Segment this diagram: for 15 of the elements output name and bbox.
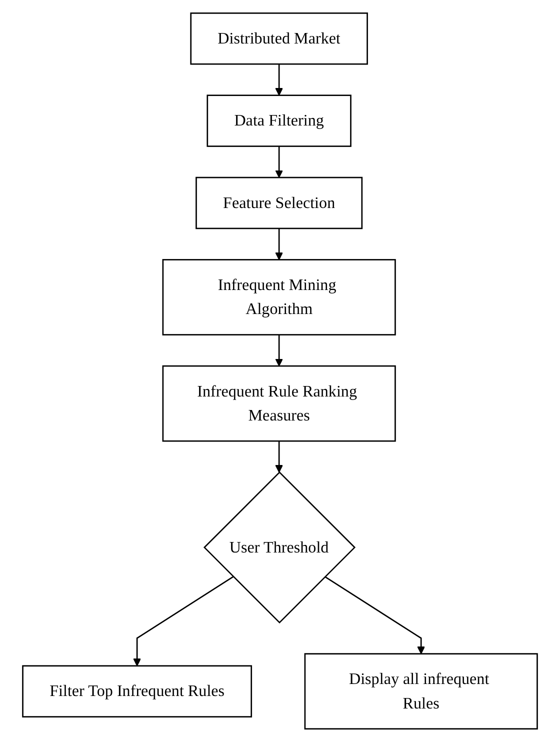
node-box: Display all infrequent Rules [304, 653, 538, 730]
arrow [324, 576, 426, 654]
arrow [275, 64, 283, 96]
arrow [275, 334, 283, 366]
node-box: Filter Top Infrequent Rules [22, 665, 252, 718]
node-box: Infrequent Mining Algorithm [162, 259, 396, 336]
arrow [275, 146, 283, 178]
node-box: Infrequent Rule Ranking Measures [162, 365, 396, 442]
node-box: Data Filtering [206, 94, 352, 147]
arrow [275, 228, 283, 260]
node-box: Feature Selection [196, 176, 363, 230]
node-box: Distributed Market [190, 12, 368, 65]
node-diamond: User Threshold [203, 471, 356, 624]
arrow [275, 441, 283, 473]
arrow [133, 576, 234, 666]
